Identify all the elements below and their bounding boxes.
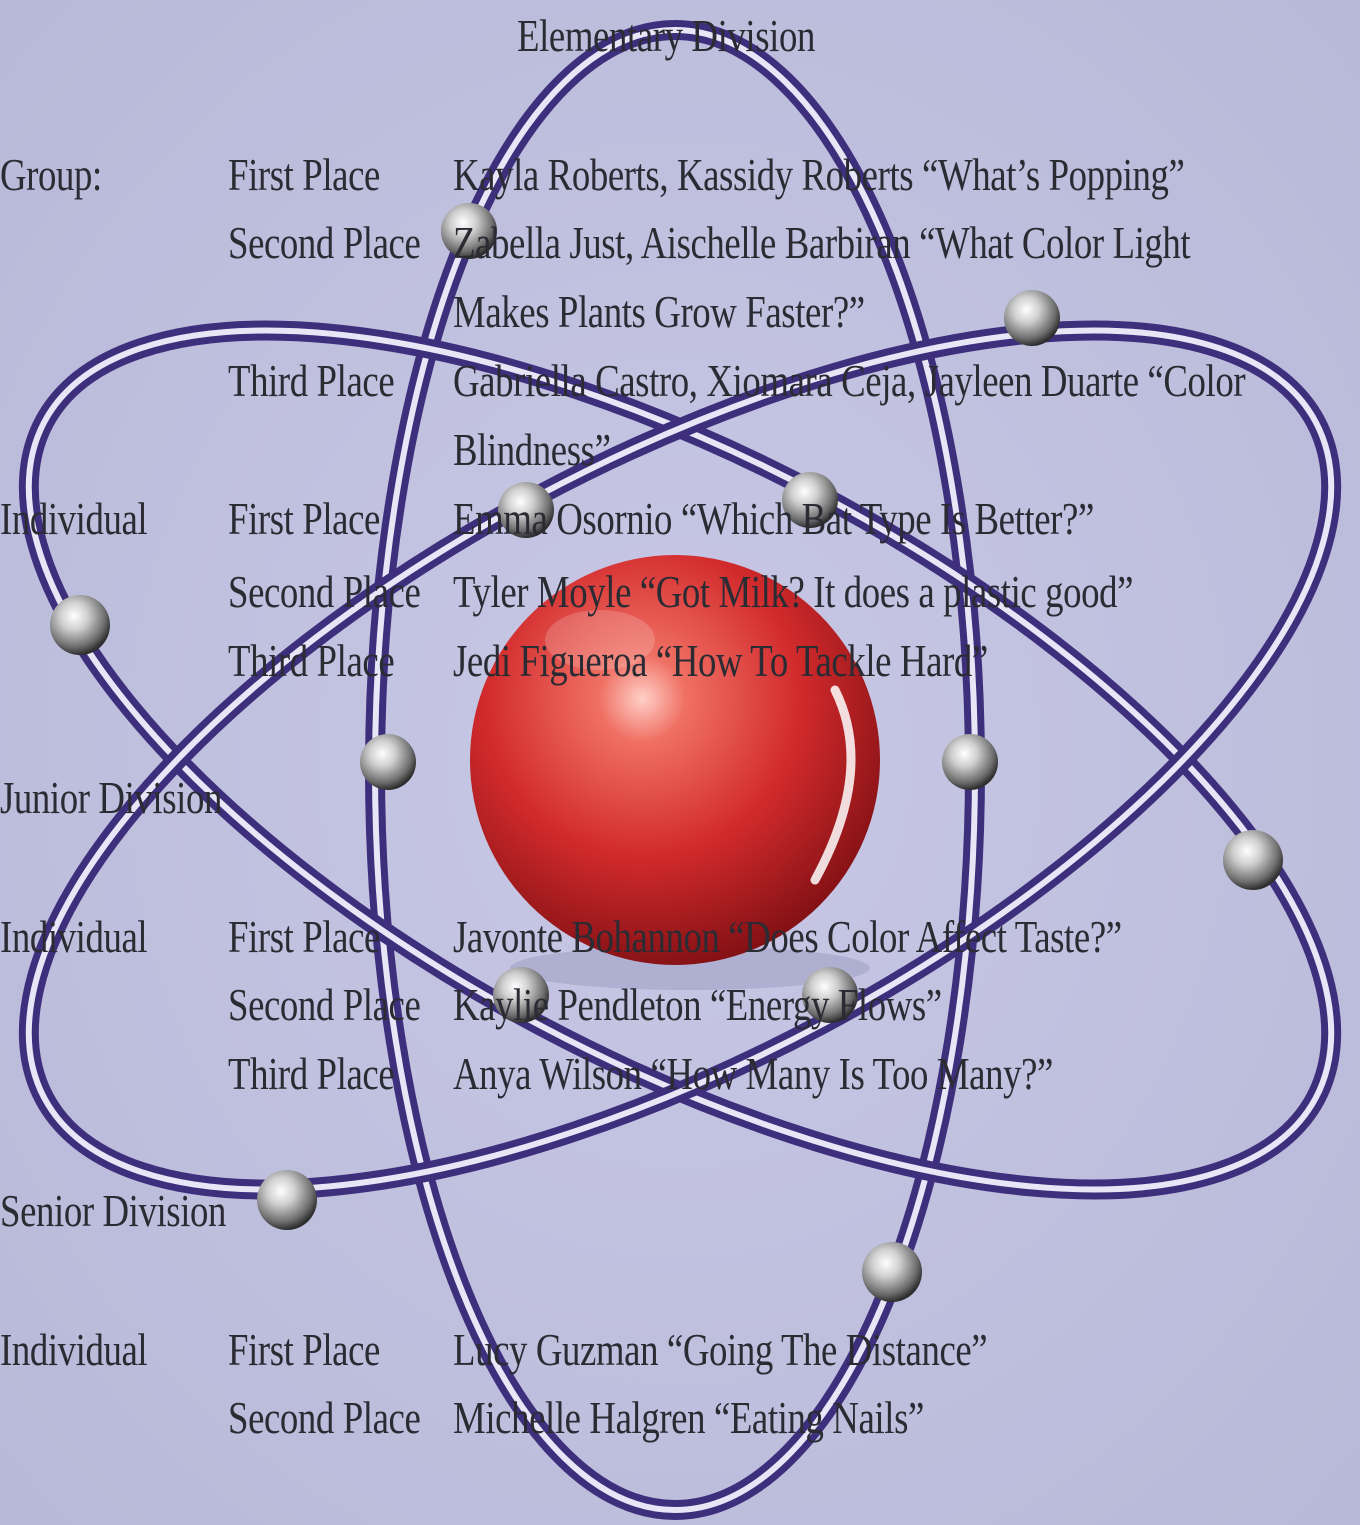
electron: [360, 734, 416, 790]
individual-label: Individual: [0, 1324, 148, 1375]
division-heading: Junior Division: [0, 772, 222, 823]
entry-text: Kaylie Pendleton “Energy Flows”: [453, 979, 942, 1030]
place-label: Third Place: [228, 1048, 395, 1099]
individual-label: Individual: [0, 493, 148, 544]
electron: [493, 967, 549, 1023]
entry-text-continued: Blindness”: [453, 424, 611, 475]
nucleus: [470, 555, 880, 990]
place-label: First Place: [228, 911, 380, 962]
electron: [862, 1242, 922, 1302]
place-label: First Place: [228, 493, 380, 544]
electron: [498, 482, 554, 538]
entry-text: Emma Osornio “Which Bat Type Is Better?”: [453, 493, 1094, 544]
electron: [1223, 830, 1283, 890]
place-label: Third Place: [228, 355, 395, 406]
electrons: [50, 203, 1283, 1302]
entry-text: Anya Wilson “How Many Is Too Many?”: [453, 1048, 1053, 1099]
entry-text: Zabella Just, Aischelle Barbiran “What C…: [453, 217, 1191, 268]
entry-text: Javonte Bohannon “Does Color Affect Tast…: [453, 911, 1122, 962]
electron: [942, 734, 998, 790]
entry-text: Michelle Halgren “Eating Nails”: [453, 1392, 924, 1443]
entry-text: Lucy Guzman “Going The Distance”: [453, 1324, 988, 1375]
place-label: First Place: [228, 1324, 380, 1375]
entry-text-continued: Makes Plants Grow Faster?”: [453, 286, 865, 337]
electron: [802, 967, 858, 1023]
group-label: Group:: [0, 149, 102, 200]
entry-text: Jedi Figueroa “How To Tackle Hard”: [453, 635, 988, 686]
place-label: Second Place: [228, 979, 421, 1030]
electron: [50, 595, 110, 655]
electron: [1004, 290, 1060, 346]
page-title: Elementary Division: [517, 10, 815, 61]
place-label: Second Place: [228, 217, 421, 268]
electron: [257, 1170, 317, 1230]
place-label: Third Place: [228, 635, 395, 686]
entry-text: Tyler Moyle “Got Milk? It does a plastic…: [453, 566, 1134, 617]
place-label: First Place: [228, 149, 380, 200]
electron: [782, 472, 838, 528]
electron: [441, 203, 497, 259]
entry-text: Kayla Roberts, Kassidy Roberts “What’s P…: [453, 149, 1185, 200]
division-heading: Senior Division: [0, 1185, 227, 1236]
place-label: Second Place: [228, 566, 421, 617]
individual-label: Individual: [0, 911, 148, 962]
entry-text: Gabriella Castro, Xiomara Ceja, Jayleen …: [453, 355, 1246, 406]
place-label: Second Place: [228, 1392, 421, 1443]
